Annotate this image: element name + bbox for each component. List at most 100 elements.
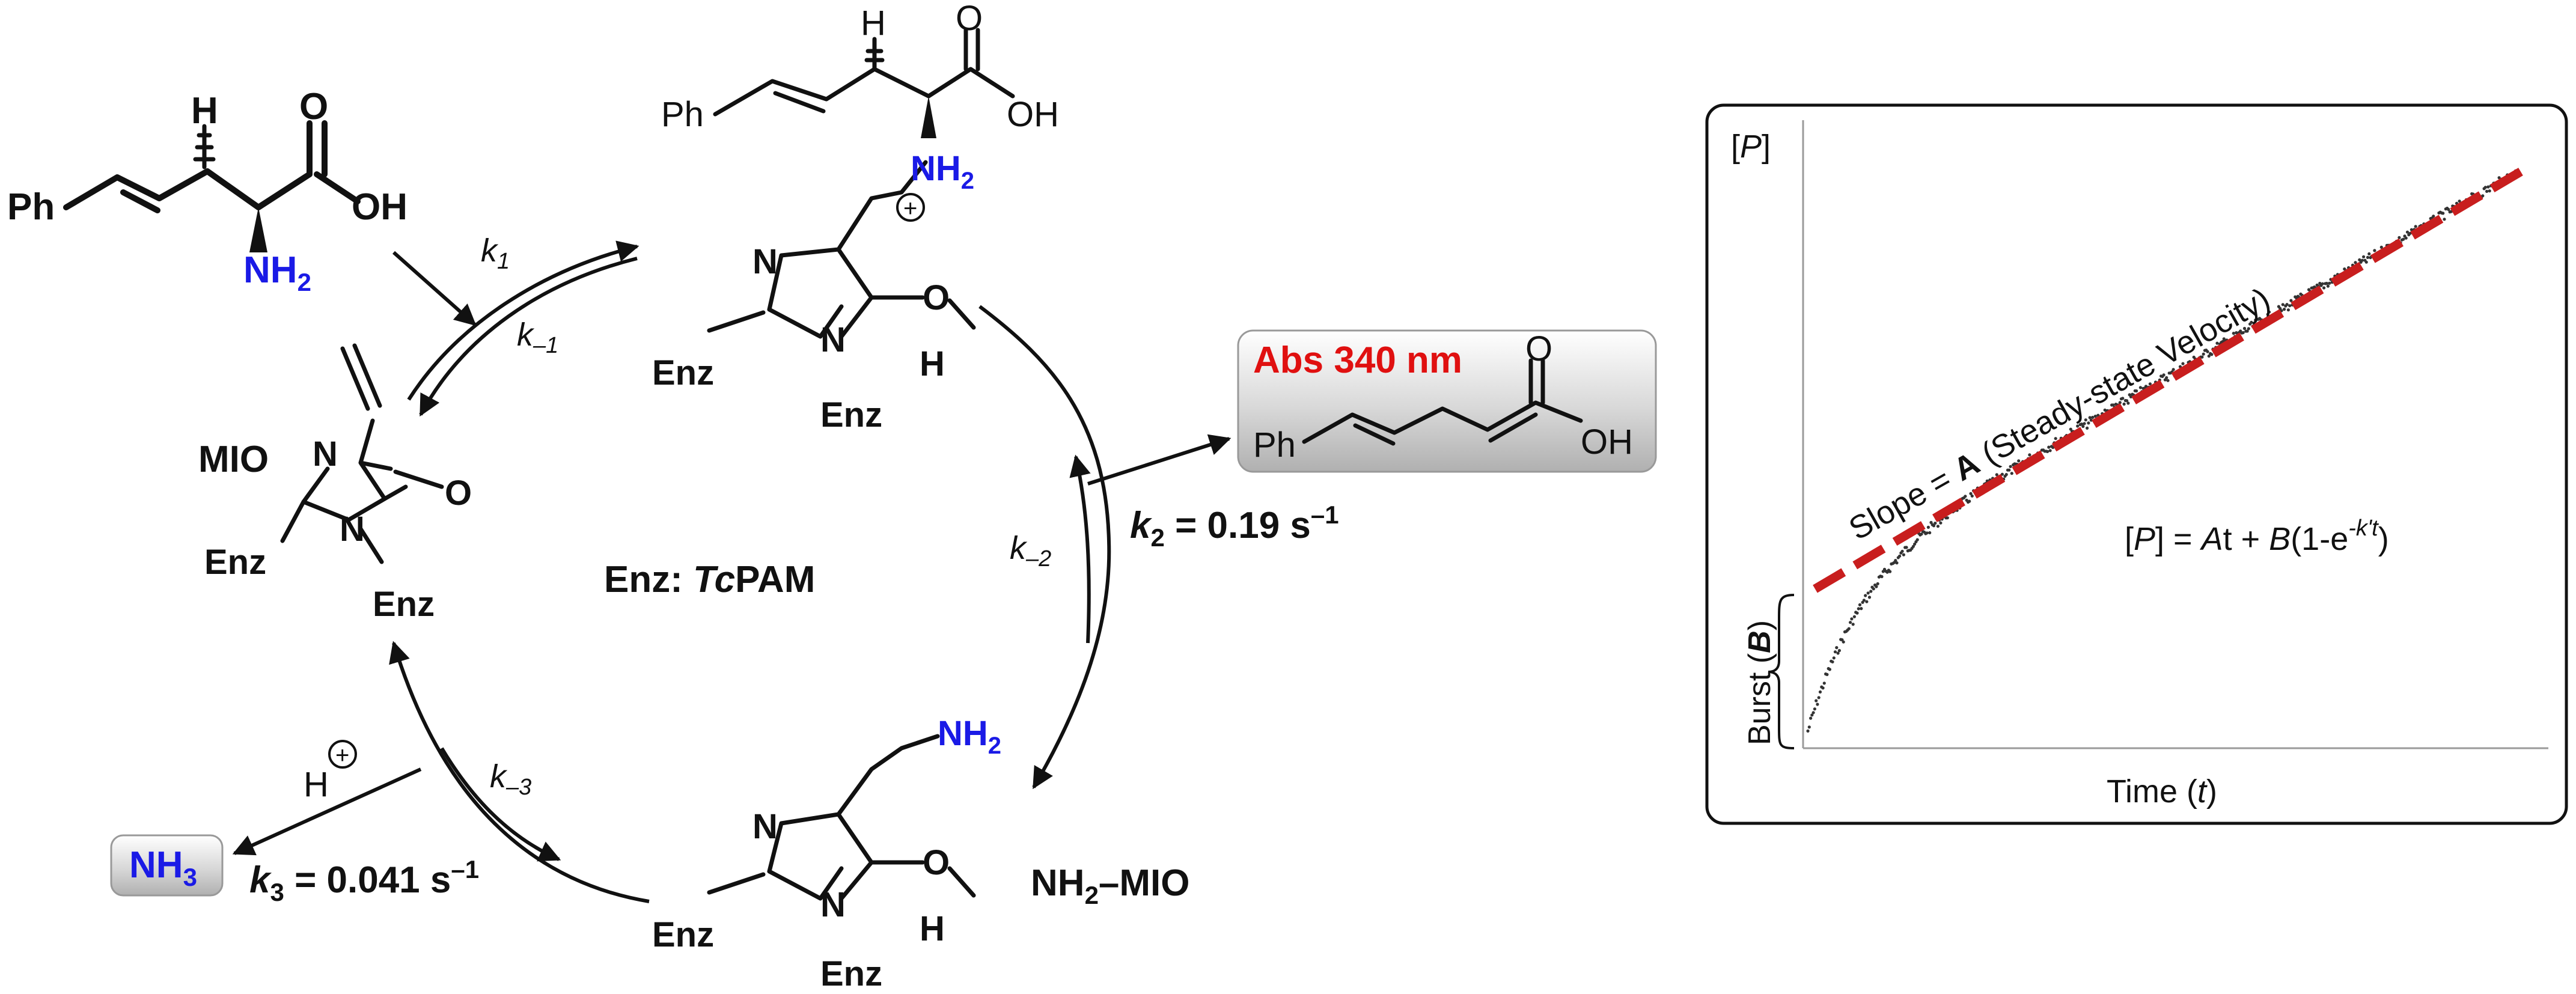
data-point — [2028, 453, 2031, 457]
data-point — [1867, 596, 1872, 599]
plus-sign: + — [903, 195, 917, 222]
data-point — [1828, 668, 1831, 671]
data-point — [2485, 189, 2489, 193]
k3-forward-arrow — [389, 641, 650, 903]
data-point — [1865, 600, 1869, 603]
data-point — [2404, 236, 2408, 240]
data-point — [1911, 544, 1915, 548]
mio-molecule: MIO N N O Enz Enz — [198, 343, 472, 624]
data-point — [2322, 286, 2326, 290]
data-point — [2245, 329, 2249, 333]
top-intermediate: Ph H O OH NH2 + N N O H Enz Enz — [652, 0, 1059, 434]
data-point — [1833, 650, 1837, 654]
data-point — [2207, 354, 2211, 358]
n-label: N — [820, 320, 846, 359]
k2-forward-arrow — [978, 305, 1111, 790]
plus-charge-icon — [896, 193, 925, 222]
data-point — [2165, 376, 2169, 380]
data-point — [1995, 473, 1998, 477]
data-point — [2091, 415, 2095, 419]
data-point — [1818, 690, 1822, 694]
k-1-label: k–1 — [517, 317, 558, 358]
o-label: O — [445, 474, 472, 513]
n-label: N — [340, 510, 365, 549]
enz-label: Enz — [820, 954, 882, 993]
data-point — [2126, 401, 2130, 405]
data-point — [2081, 424, 2085, 428]
enz-label: Enz — [652, 915, 714, 954]
data-point — [2135, 389, 2138, 393]
data-point — [2486, 185, 2490, 189]
data-point — [2093, 415, 2097, 418]
burst-equation: [P] = At + B(1-e-k't) — [2125, 516, 2389, 557]
data-point — [2007, 468, 2011, 472]
data-point — [2125, 399, 2129, 403]
data-point — [1939, 521, 1943, 525]
data-point — [2076, 424, 2080, 428]
data-point — [2084, 418, 2087, 422]
k-2-reverse-arrow — [1069, 454, 1091, 644]
data-point — [2047, 445, 2051, 449]
data-point — [1926, 525, 1930, 529]
h-wedge-hash — [193, 124, 216, 169]
data-point — [2254, 318, 2257, 322]
nh2-label: NH2 — [938, 714, 1001, 759]
data-point — [2397, 236, 2401, 239]
data-point — [2379, 245, 2383, 249]
k-3-reverse-arrow — [440, 747, 561, 862]
data-point — [2162, 373, 2165, 377]
data-point — [2283, 307, 2286, 311]
k-3-label: k–3 — [490, 758, 531, 800]
data-point — [2358, 258, 2361, 261]
data-point — [1847, 627, 1851, 630]
graph-frame — [1705, 103, 2568, 825]
k2-rate-label: k2 = 0.19 s–1 — [1130, 501, 1339, 552]
data-point — [2172, 368, 2175, 371]
product-box: Abs 340 nm Ph O OH — [1237, 329, 1657, 473]
enzyme-name: Enz: TcPAM — [604, 559, 815, 600]
data-point — [1964, 495, 1967, 498]
enz-label: Enz — [820, 395, 882, 434]
data-point — [1814, 699, 1818, 703]
data-point — [2483, 186, 2487, 189]
data-point — [2281, 303, 2285, 306]
burst-brace — [1768, 594, 1795, 749]
data-point — [1969, 492, 1973, 495]
data-point — [1852, 615, 1856, 618]
data-point — [2111, 403, 2115, 407]
data-point — [2138, 386, 2142, 389]
abs-340-label: Abs 340 nm — [1253, 340, 1462, 381]
proton-label: H — [304, 765, 329, 804]
h-label: H — [920, 909, 945, 948]
data-point — [2481, 194, 2485, 198]
data-point — [1915, 538, 1919, 541]
data-point — [1806, 729, 1810, 733]
data-point — [1936, 525, 1940, 528]
data-point — [1858, 603, 1862, 607]
data-point — [1832, 656, 1836, 660]
oh-label: OH — [1581, 422, 1633, 462]
ammonia-release-arrow — [232, 767, 422, 856]
k-1-reverse-arrow — [419, 257, 638, 417]
data-point — [1850, 617, 1854, 621]
data-point — [1862, 599, 1866, 602]
data-point — [1809, 716, 1813, 720]
data-point — [1934, 522, 1937, 525]
n-label: N — [752, 242, 778, 281]
data-point — [2210, 353, 2214, 356]
data-point — [2367, 252, 2371, 255]
data-point — [2009, 465, 2012, 468]
data-point — [1825, 672, 1829, 676]
nh2-label: NH2 — [911, 149, 974, 194]
data-point — [2266, 313, 2269, 316]
data-point — [1807, 725, 1811, 729]
plus-charge-icon — [328, 740, 357, 769]
data-point — [1835, 646, 1839, 650]
data-point — [2441, 212, 2445, 215]
n-label: N — [313, 434, 338, 474]
data-point — [1946, 516, 1949, 520]
product-release-arrow — [1087, 434, 1232, 486]
plus-sign: + — [335, 742, 349, 769]
nh2-label: NH2 — [243, 249, 311, 296]
